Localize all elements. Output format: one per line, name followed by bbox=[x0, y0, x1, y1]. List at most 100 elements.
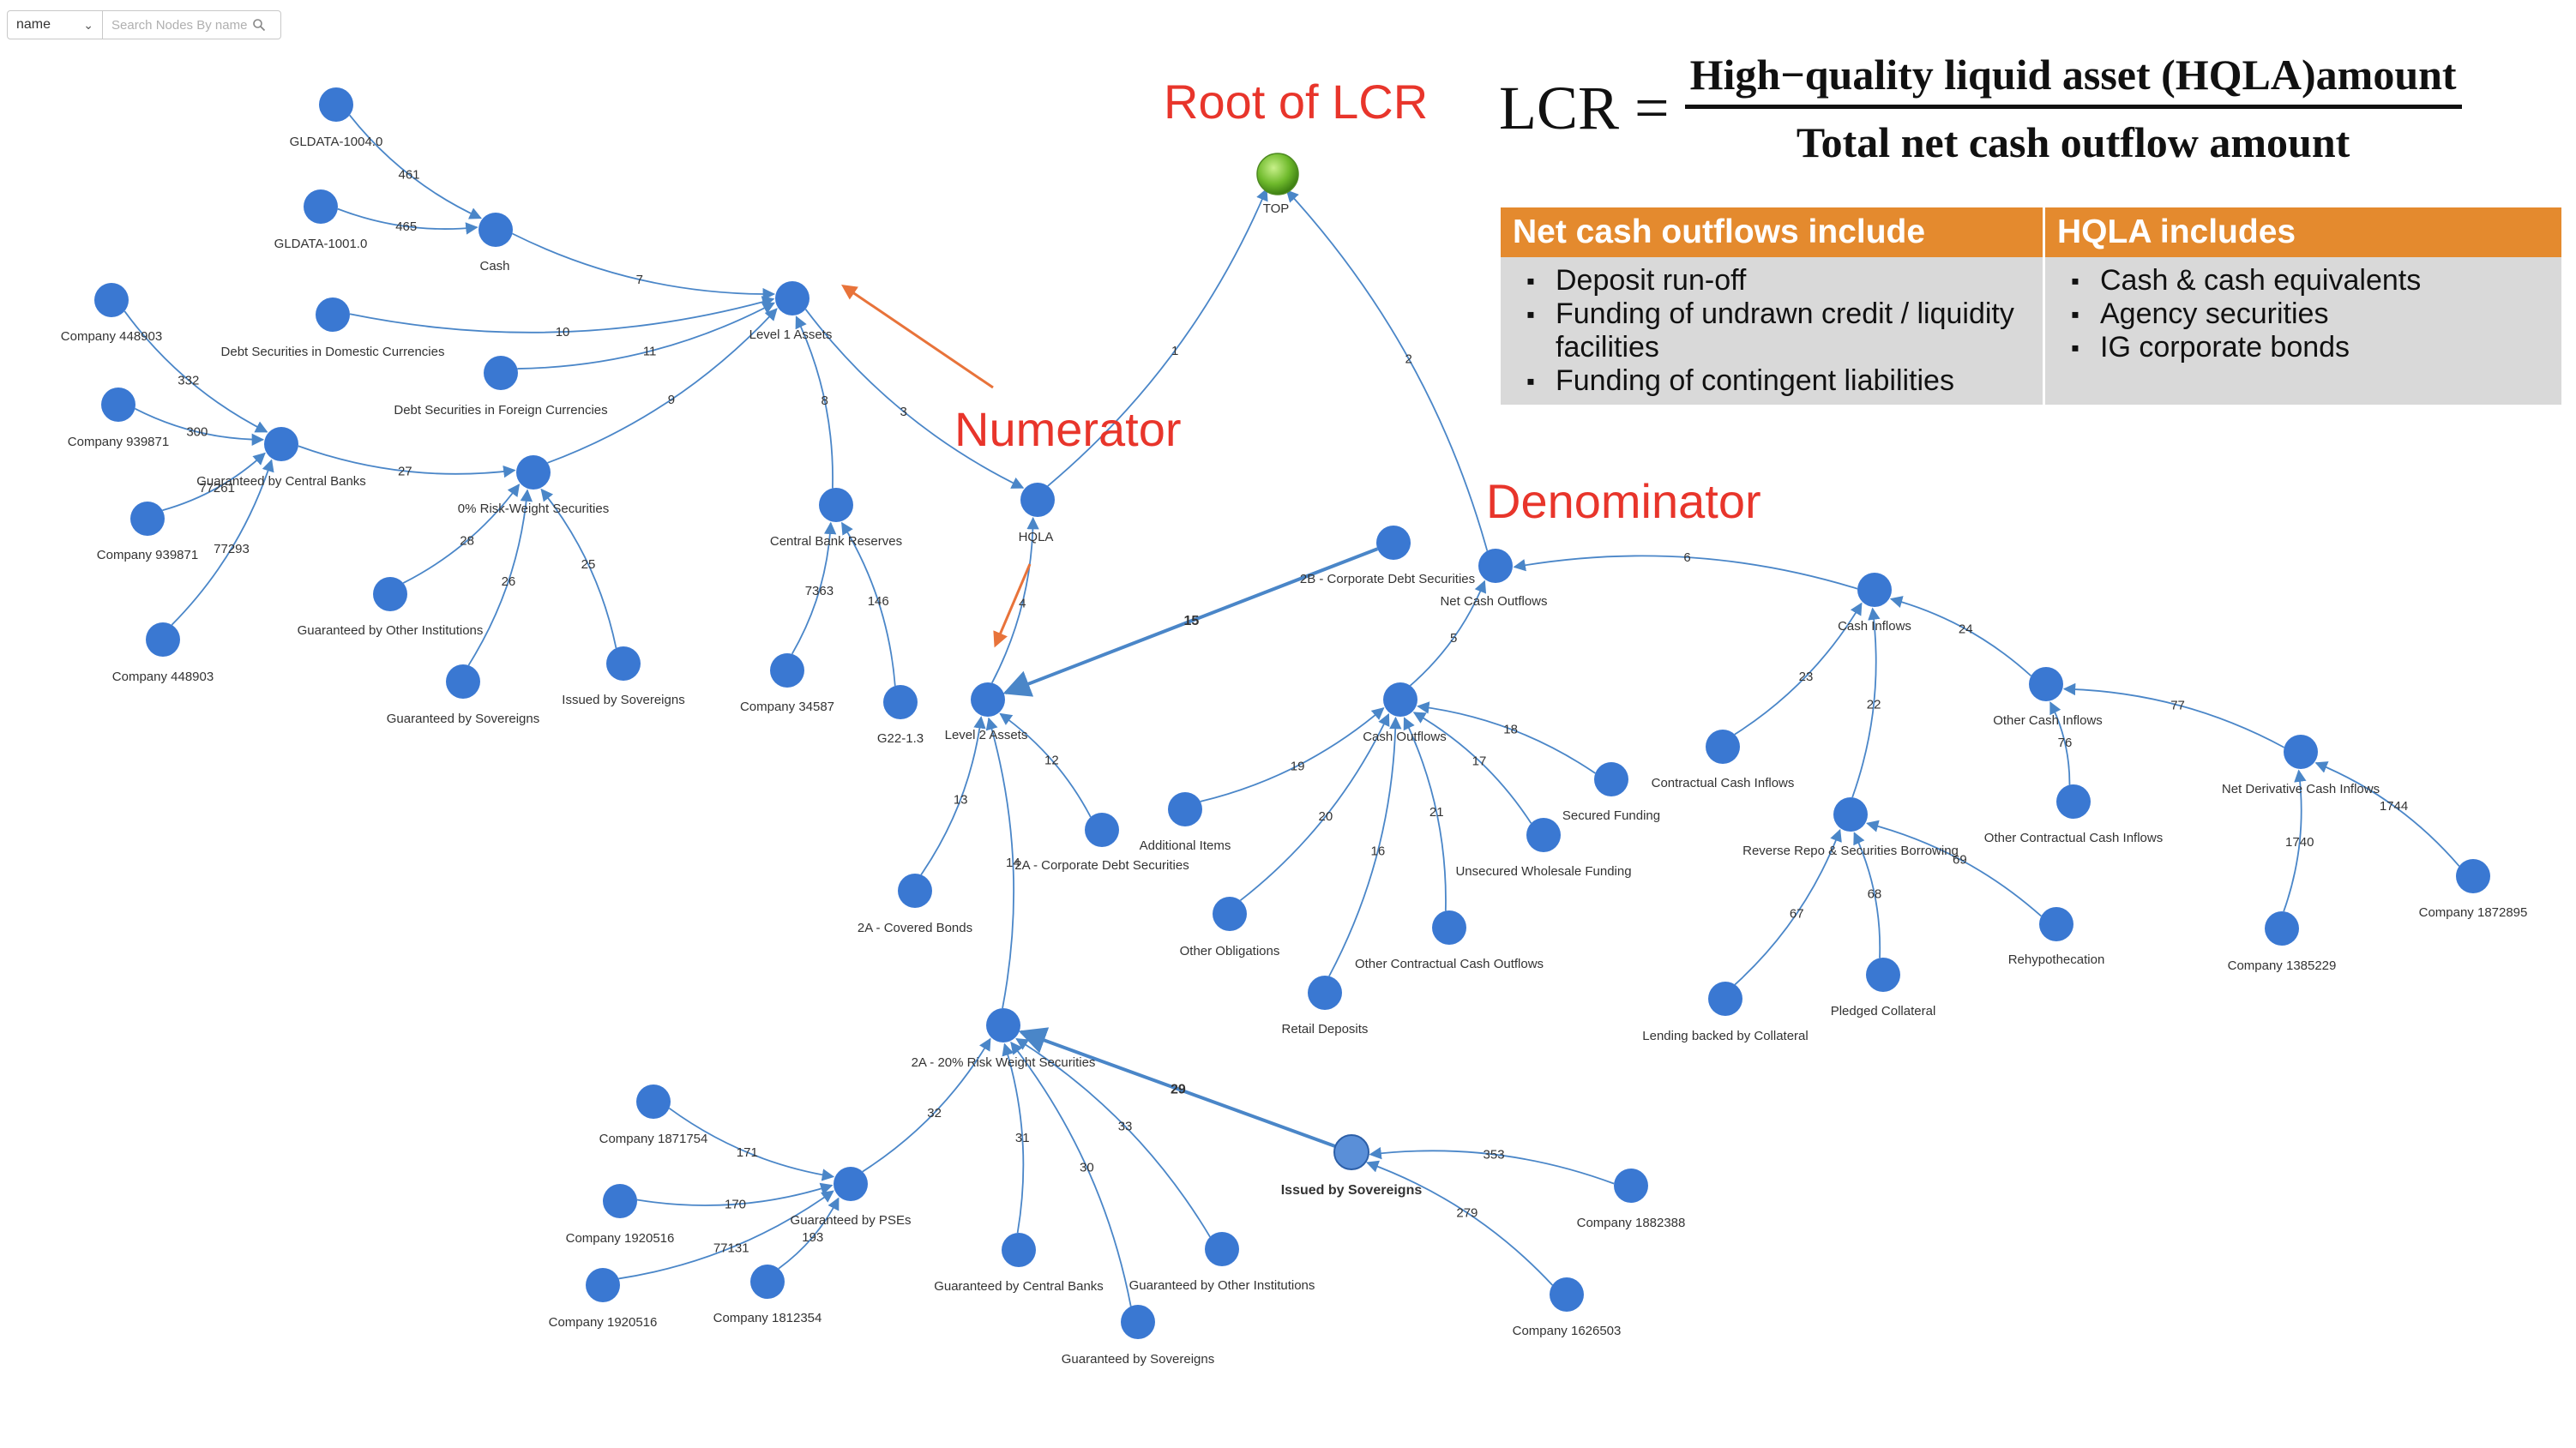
graph-edge[interactable] bbox=[298, 445, 516, 478]
graph-edge[interactable] bbox=[999, 712, 1092, 818]
graph-node-rehyp[interactable]: Rehypothecation bbox=[2008, 907, 2105, 967]
graph-node-couts[interactable]: Cash Outflows bbox=[1363, 682, 1447, 744]
node-circle[interactable] bbox=[446, 664, 480, 699]
node-circle[interactable] bbox=[1550, 1277, 1584, 1312]
node-circle[interactable] bbox=[1478, 549, 1513, 583]
node-circle[interactable] bbox=[1085, 813, 1119, 847]
graph-edge[interactable] bbox=[1002, 547, 1379, 697]
graph-node-c1626503[interactable]: Company 1626503 bbox=[1513, 1277, 1622, 1338]
graph-edge[interactable] bbox=[1410, 580, 1487, 687]
node-circle[interactable] bbox=[1020, 483, 1055, 517]
node-circle[interactable] bbox=[1526, 818, 1561, 852]
graph-edge[interactable] bbox=[135, 407, 265, 446]
graph-node-rw20[interactable]: 2A - 20% Risk Weight Securities bbox=[912, 1008, 1096, 1070]
graph-node-top[interactable]: TOP bbox=[1256, 153, 1299, 216]
graph-node-oobl[interactable]: Other Obligations bbox=[1180, 897, 1280, 958]
graph-node-nco[interactable]: Net Cash Outflows bbox=[1440, 549, 1548, 609]
graph-edge[interactable] bbox=[540, 488, 617, 649]
field-select[interactable]: name ⌄ bbox=[7, 10, 103, 39]
graph-node-lbc[interactable]: Lending backed by Collateral bbox=[1642, 982, 1809, 1043]
node-circle[interactable] bbox=[1205, 1232, 1239, 1266]
graph-edge[interactable] bbox=[2283, 769, 2307, 912]
node-circle[interactable] bbox=[264, 427, 298, 461]
graph-node-retail[interactable]: Retail Deposits bbox=[1282, 976, 1369, 1036]
graph-edge[interactable] bbox=[618, 1190, 834, 1280]
node-circle[interactable] bbox=[1376, 526, 1411, 560]
graph-node-c939871b[interactable]: Company 939871 bbox=[97, 502, 198, 562]
graph-edge[interactable] bbox=[1369, 1146, 1615, 1185]
node-circle[interactable] bbox=[319, 87, 353, 122]
graph-edge[interactable] bbox=[1015, 1037, 1211, 1238]
node-circle[interactable] bbox=[2056, 784, 2091, 819]
graph-edge[interactable] bbox=[1866, 820, 2042, 917]
graph-edge[interactable] bbox=[1285, 189, 1489, 551]
graph-edge[interactable] bbox=[349, 296, 775, 333]
graph-node-goi2[interactable]: Guaranteed by Other Institutions bbox=[1129, 1232, 1315, 1293]
graph-node-gl1004[interactable]: GLDATA-1004.0 bbox=[290, 87, 383, 149]
graph-node-secf[interactable]: Secured Funding bbox=[1562, 762, 1660, 823]
graph-edge[interactable] bbox=[1239, 712, 1390, 902]
graph-node-oci[interactable]: Other Cash Inflows bbox=[1993, 667, 2103, 728]
graph-node-pcoll[interactable]: Pledged Collateral bbox=[1831, 958, 1936, 1018]
search-icon[interactable] bbox=[250, 16, 268, 33]
node-circle[interactable] bbox=[1708, 982, 1742, 1016]
graph-node-gsov2[interactable]: Guaranteed by Sovereigns bbox=[1062, 1305, 1214, 1367]
graph-node-c1920516b[interactable]: Company 1920516 bbox=[549, 1268, 658, 1330]
node-circle[interactable] bbox=[750, 1265, 785, 1299]
graph-edge[interactable] bbox=[2314, 761, 2460, 867]
graph-edge[interactable] bbox=[171, 459, 274, 626]
graph-node-dsdom[interactable]: Debt Securities in Domestic Currencies bbox=[221, 297, 445, 359]
graph-edge[interactable] bbox=[1047, 188, 1268, 487]
graph-node-ndci[interactable]: Net Derivative Cash Inflows bbox=[2222, 735, 2380, 796]
graph-node-c1882388[interactable]: Company 1882388 bbox=[1577, 1169, 1686, 1230]
graph-node-rrepo[interactable]: Reverse Repo & Securities Borrowing bbox=[1742, 797, 1959, 858]
search-box[interactable] bbox=[103, 10, 281, 39]
graph-edge[interactable] bbox=[1889, 596, 2032, 677]
graph-edge[interactable] bbox=[517, 302, 775, 370]
graph-node-c1385229[interactable]: Company 1385229 bbox=[2228, 911, 2337, 973]
graph-edge[interactable] bbox=[1403, 717, 1447, 911]
graph-node-occo[interactable]: Other Contractual Cash Outflows bbox=[1355, 910, 1544, 971]
graph-edge[interactable] bbox=[2062, 682, 2285, 748]
graph-edge[interactable] bbox=[467, 489, 533, 666]
node-circle[interactable] bbox=[2039, 907, 2073, 941]
node-circle[interactable] bbox=[1866, 958, 1900, 992]
node-circle[interactable] bbox=[603, 1184, 637, 1218]
node-circle[interactable] bbox=[883, 685, 918, 719]
node-circle[interactable] bbox=[516, 455, 551, 490]
graph-edge[interactable] bbox=[985, 717, 1014, 1009]
graph-edge[interactable] bbox=[1365, 1160, 1553, 1286]
node-circle[interactable] bbox=[1833, 797, 1868, 832]
graph-node-hqla[interactable]: HQLA bbox=[1019, 483, 1055, 544]
graph-node-gpse[interactable]: Guaranteed by PSEs bbox=[791, 1167, 912, 1228]
graph-node-g22[interactable]: G22-1.3 bbox=[877, 685, 924, 746]
graph-node-dsfor[interactable]: Debt Securities in Foreign Currencies bbox=[394, 356, 608, 418]
graph-edge[interactable] bbox=[123, 310, 268, 433]
node-circle[interactable] bbox=[478, 213, 513, 247]
node-circle[interactable] bbox=[146, 622, 180, 657]
node-circle[interactable] bbox=[1614, 1169, 1648, 1203]
node-circle[interactable] bbox=[1002, 1233, 1036, 1267]
graph-node-gsov1[interactable]: Guaranteed by Sovereigns bbox=[387, 664, 539, 726]
node-circle[interactable] bbox=[819, 488, 853, 522]
graph-edge[interactable] bbox=[162, 452, 266, 512]
node-circle[interactable] bbox=[2284, 735, 2318, 769]
graph-node-gcb2[interactable]: Guaranteed by Central Banks bbox=[934, 1233, 1104, 1294]
graph-node-c1920516a[interactable]: Company 1920516 bbox=[566, 1184, 675, 1246]
node-circle[interactable] bbox=[1168, 792, 1202, 826]
graph-edge[interactable] bbox=[791, 521, 837, 655]
graph-edge[interactable] bbox=[862, 1037, 991, 1173]
node-circle[interactable] bbox=[1213, 897, 1247, 931]
node-circle[interactable] bbox=[101, 388, 135, 422]
graph-node-c1812354[interactable]: Company 1812354 bbox=[713, 1265, 822, 1325]
node-circle[interactable] bbox=[636, 1084, 671, 1119]
graph-node-cd2b[interactable]: 2B - Corporate Debt Securities bbox=[1300, 526, 1475, 586]
graph-edge[interactable] bbox=[668, 1107, 835, 1181]
node-circle[interactable] bbox=[2265, 911, 2299, 946]
graph-edge[interactable] bbox=[778, 1197, 840, 1270]
graph-node-c448903b[interactable]: Company 448903 bbox=[112, 622, 214, 684]
graph-node-cci[interactable]: Contractual Cash Inflows bbox=[1652, 730, 1795, 790]
graph-edge[interactable] bbox=[841, 521, 896, 687]
